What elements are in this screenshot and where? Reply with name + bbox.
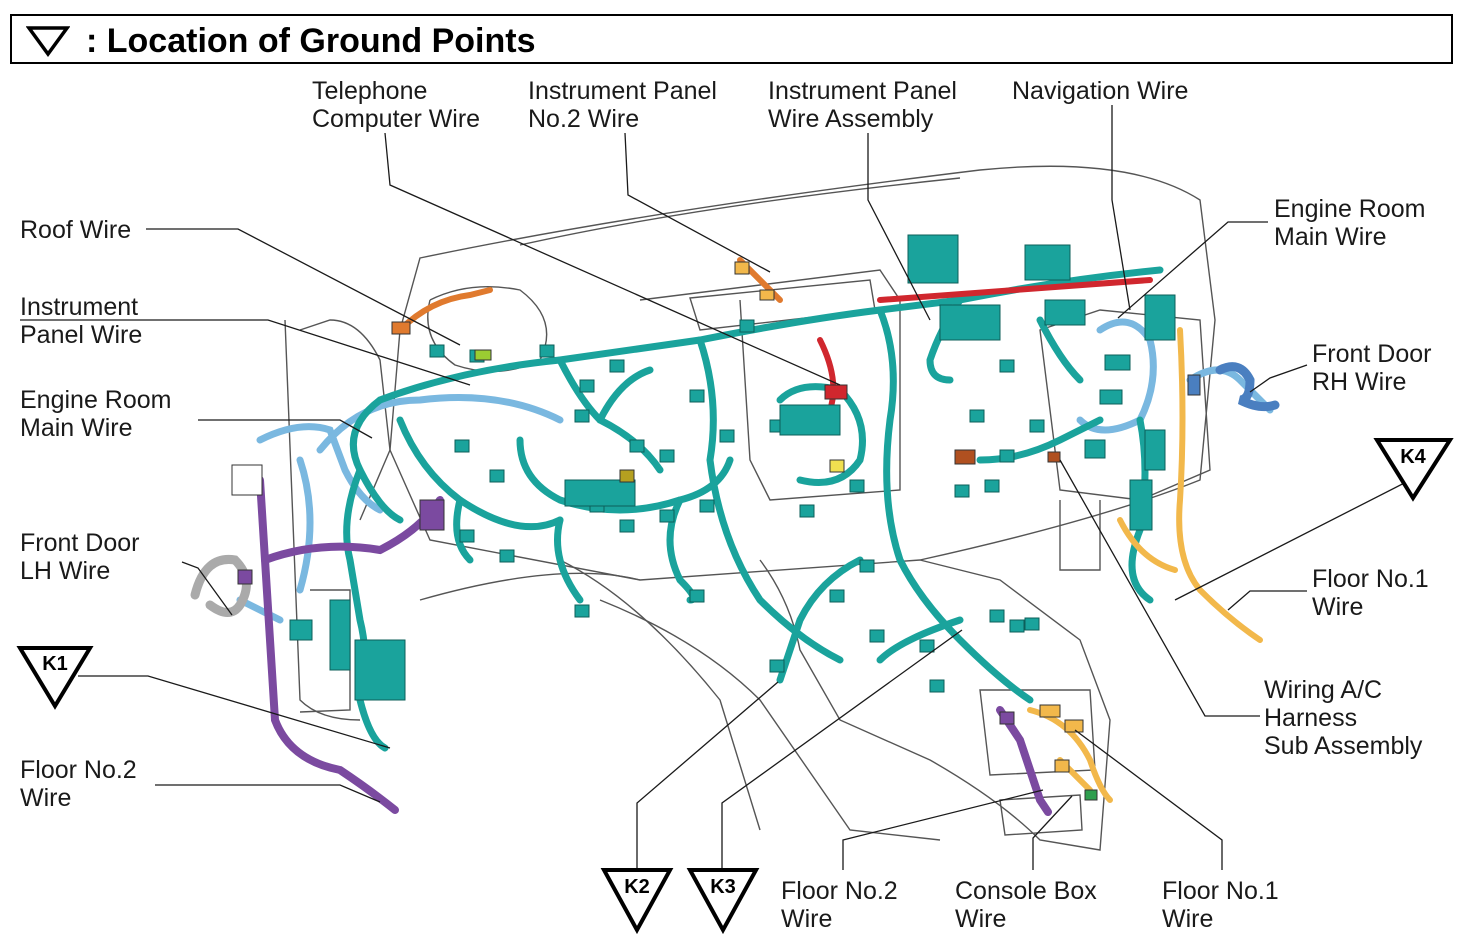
label-instrument-panel-wire-assembly: Instrument Panel Wire Assembly (768, 77, 957, 133)
label-floor-no2-wire-left: Floor No.2 Wire (20, 756, 137, 812)
page-title: : Location of Ground Points (86, 22, 536, 60)
ground-label-k4: K4 (1400, 446, 1426, 468)
ground-symbol-icon (26, 26, 70, 57)
ground-marker-k4: K4 (1373, 438, 1454, 502)
ground-marker-k2: K2 (600, 868, 674, 935)
label-instrument-panel-no2-wire: Instrument Panel No.2 Wire (528, 77, 717, 133)
ground-marker-k3: K3 (686, 868, 760, 935)
label-roof-wire: Roof Wire (20, 216, 132, 244)
label-wiring-ac-harness: Wiring A/C Harness Sub Assembly (1264, 676, 1423, 760)
label-engine-room-main-wire-right: Engine Room Main Wire (1274, 195, 1426, 251)
label-floor-no2-wire-bottom: Floor No.2 Wire (781, 877, 898, 933)
title-bar: : Location of Ground Points (10, 14, 1453, 64)
main-harness (343, 266, 1164, 752)
yellow-harness (1027, 327, 1263, 803)
connectors (289, 234, 1176, 701)
label-engine-room-main-wire-left: Engine Room Main Wire (20, 386, 172, 442)
dashboard-outline (284, 165, 1216, 851)
label-telephone-computer-wire: Telephone Computer Wire (312, 77, 481, 133)
label-instrument-panel-wire: Instrument Panel Wire (20, 293, 143, 349)
door-lh-harness (190, 554, 251, 617)
leader-lines (20, 105, 1421, 870)
label-console-box-wire: Console Box Wire (955, 877, 1097, 933)
label-floor-no1-wire-right: Floor No.1 Wire (1312, 565, 1429, 621)
label-front-door-lh-wire: Front Door LH Wire (20, 529, 140, 585)
light-blue-harness (236, 318, 1274, 624)
ground-marker-k1: K1 (16, 646, 94, 710)
accent-connectors (231, 261, 1201, 801)
label-floor-no1-wire-bottom: Floor No.1 Wire (1162, 877, 1279, 933)
label-front-door-rh-wire: Front Door RH Wire (1312, 340, 1432, 396)
door-rh-harness (1215, 362, 1280, 412)
red-harness (817, 277, 1153, 413)
ground-label-k2: K2 (624, 876, 650, 898)
ground-label-k3: K3 (710, 876, 736, 898)
ground-label-k1: K1 (42, 653, 68, 675)
label-navigation-wire: Navigation Wire (1012, 77, 1189, 105)
